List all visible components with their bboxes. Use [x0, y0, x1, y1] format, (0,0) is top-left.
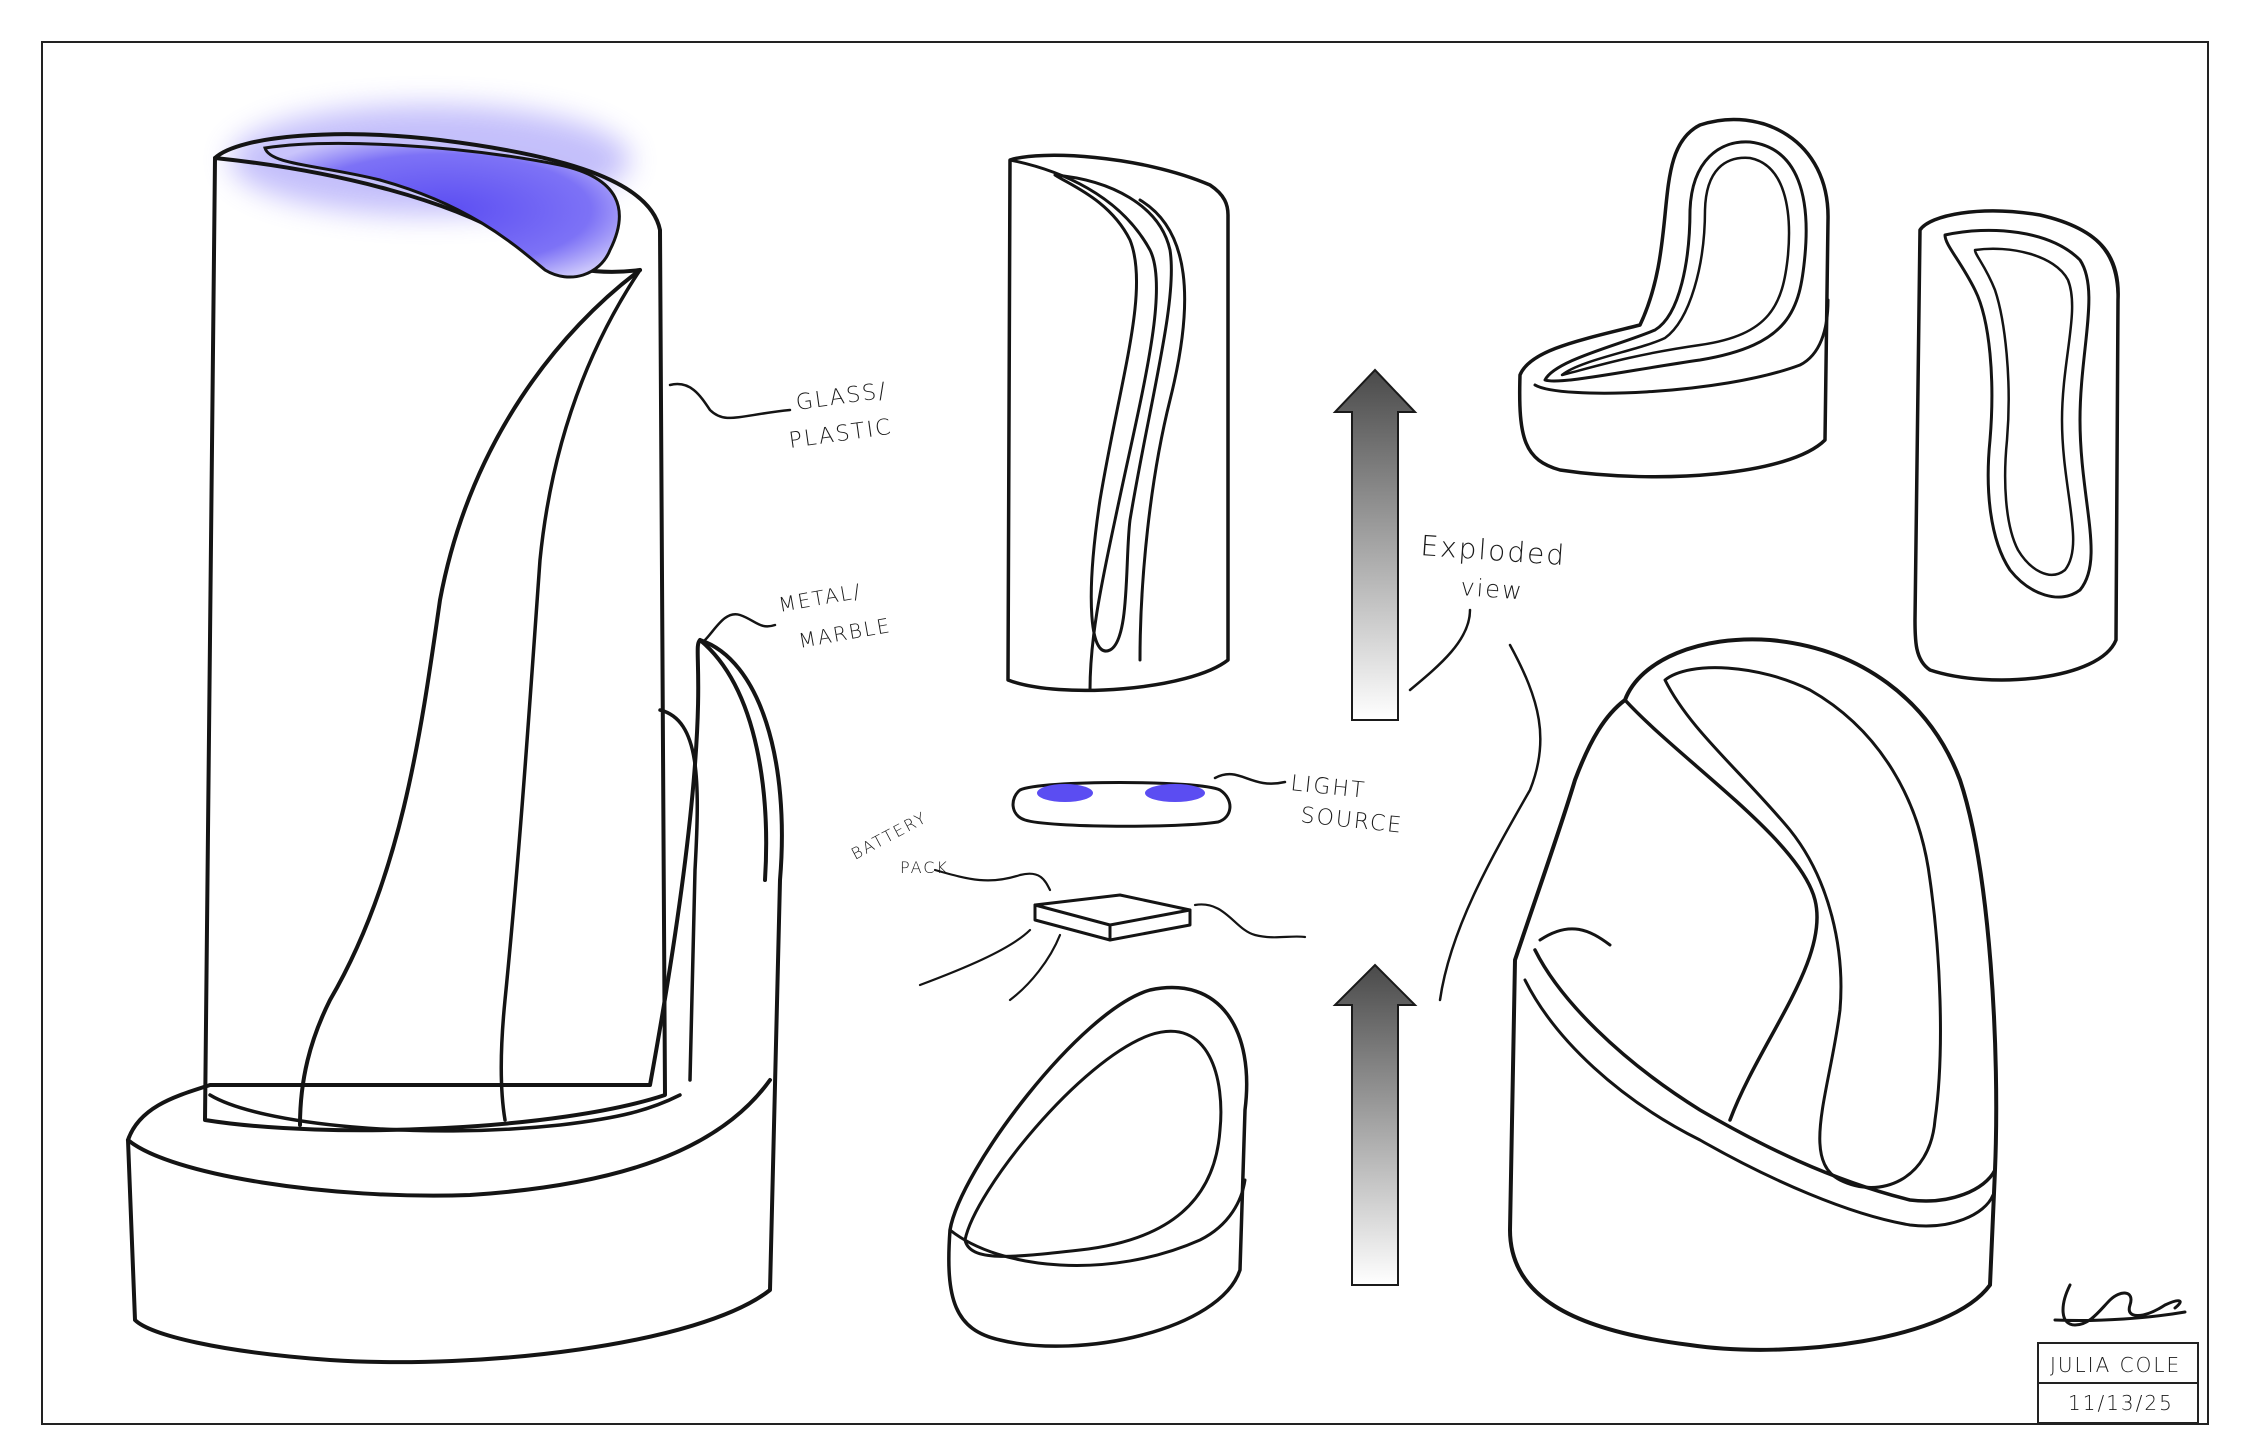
- lamp-base: [128, 640, 782, 1362]
- metal-label-line1: METAL/: [777, 579, 864, 617]
- glass-label-line2: PLASTIC: [787, 415, 894, 454]
- metal-label-line2: MARBLE: [797, 613, 893, 653]
- drawing-border: [42, 42, 2208, 1424]
- battery-ground-line-left: [920, 930, 1060, 1000]
- light-source-led-right: [1145, 784, 1205, 802]
- glass-side-view: [1915, 211, 2118, 680]
- title-block: JULIA COLE 11/13/25: [2038, 1343, 2198, 1423]
- battery-label-line1: BATTERY: [848, 808, 931, 864]
- assembled-rear-view: [1510, 639, 1996, 1349]
- battery-ground-line-right: [1195, 904, 1305, 937]
- battery-leader: [935, 870, 1050, 890]
- drawing-date: 11/13/25: [2068, 1391, 2174, 1415]
- up-arrow-lower: [1335, 965, 1415, 1285]
- up-arrow-upper: [1335, 370, 1415, 720]
- light-source-label-line1: LIGHT: [1289, 771, 1367, 804]
- main-lamp-drawing: [128, 105, 782, 1362]
- light-source-led-left: [1037, 784, 1093, 802]
- light-source-label-line2: SOURCE: [1299, 803, 1404, 839]
- glass-label-line1: GLASS/: [794, 378, 889, 416]
- metal-leader: [705, 614, 775, 640]
- glass-leader: [670, 384, 790, 418]
- exploded-base-piece: [949, 988, 1247, 1347]
- exploded-view-drawing: [949, 155, 1415, 1346]
- light-source-leader: [1215, 774, 1285, 783]
- exploded-label-line2: view: [1460, 573, 1525, 605]
- battery-label-line2: PACK: [900, 858, 949, 877]
- battery-pack: [1035, 895, 1190, 940]
- designer-name: JULIA COLE: [2050, 1353, 2181, 1377]
- base-top-view: [1520, 119, 1828, 476]
- exploded-label-line1: Exploded: [1420, 529, 1568, 572]
- exploded-glass-piece: [1008, 155, 1228, 690]
- exploded-leader-right: [1440, 645, 1540, 1000]
- exploded-leader-left: [1410, 610, 1470, 690]
- signature: [2055, 1285, 2185, 1325]
